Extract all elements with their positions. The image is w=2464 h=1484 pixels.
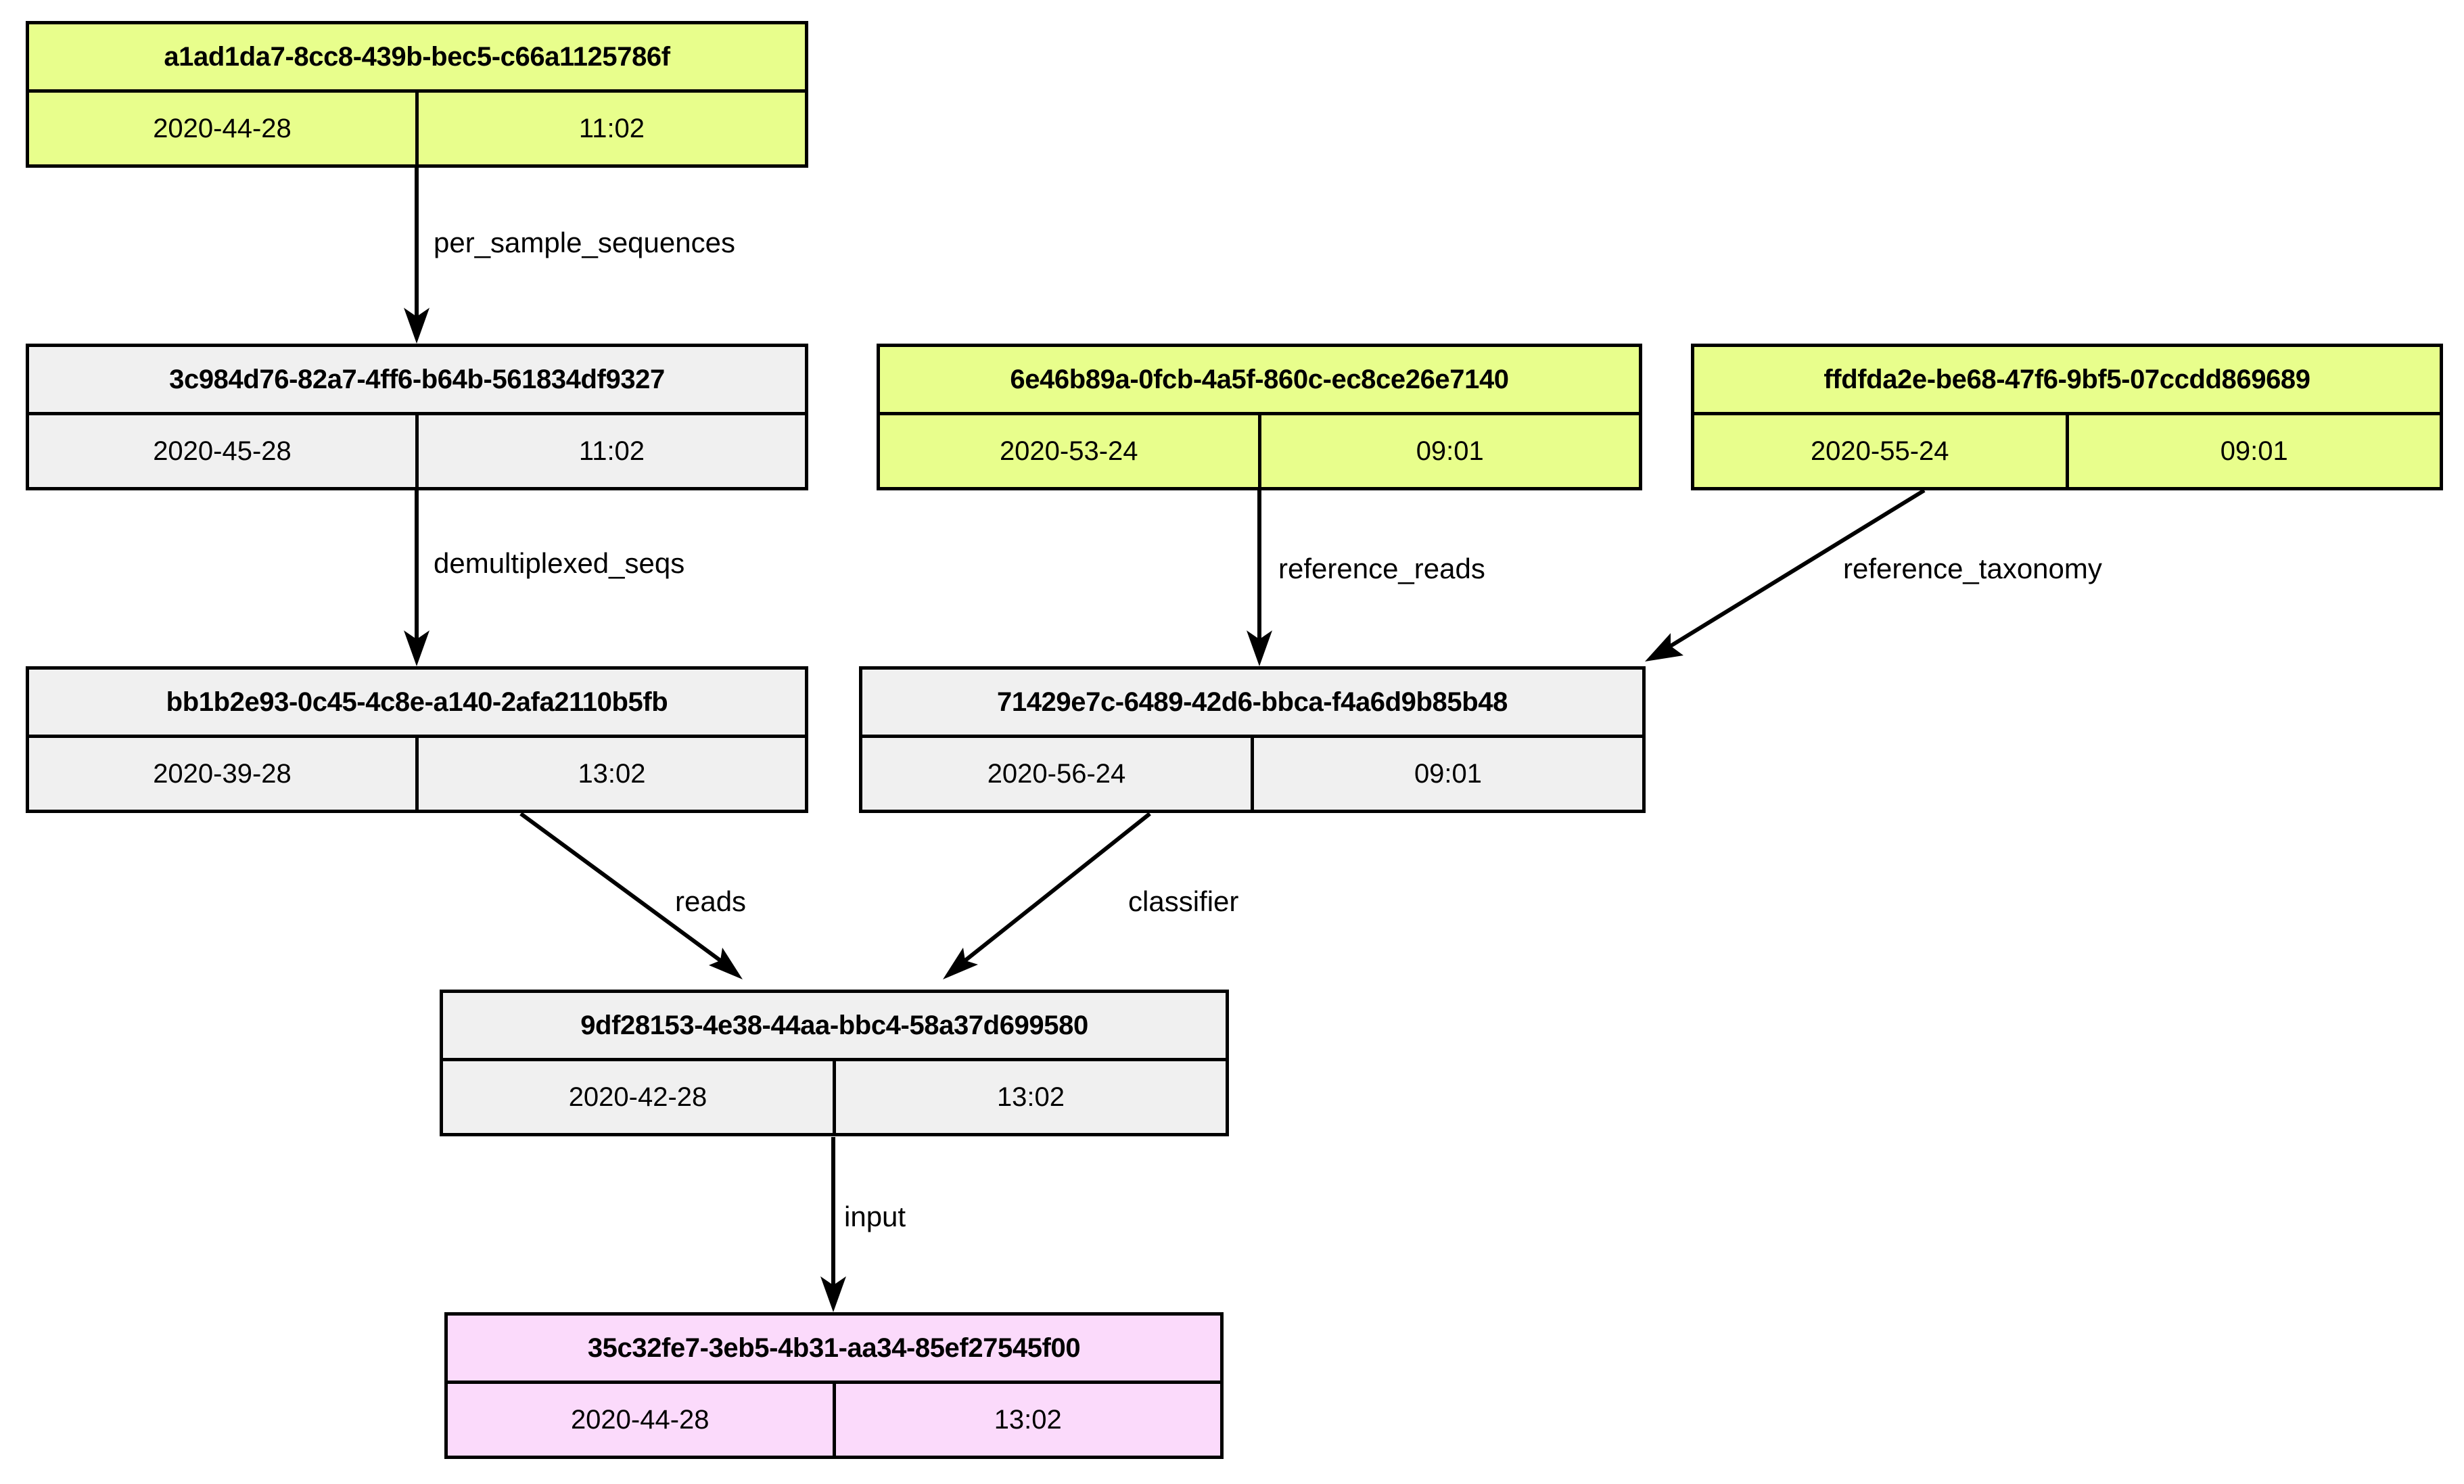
edge-per-sample-sequences (404, 168, 429, 344)
node-uuid-label: 3c984d76-82a7-4ff6-b64b-561834df9327 (29, 347, 805, 415)
node-time-label: 13:02 (415, 738, 805, 810)
node-date-label: 2020-44-28 (29, 93, 415, 164)
edge-label-classifier: classifier (1128, 885, 1239, 917)
node-time-label: 13:02 (833, 1061, 1226, 1133)
node-a1ad1da7[interactable]: a1ad1da7-8cc8-439b-bec5-c66a1125786f 202… (26, 21, 808, 168)
node-time-label: 09:01 (1257, 415, 1639, 487)
edge-label-input: input (844, 1201, 906, 1232)
node-uuid-label: 9df28153-4e38-44aa-bbc4-58a37d699580 (443, 993, 1226, 1061)
edge-demultiplexed-seqs (404, 490, 429, 666)
node-ffdfda2e[interactable]: ffdfda2e-be68-47f6-9bf5-07ccdd869689 202… (1691, 344, 2443, 490)
node-meta-row: 2020-44-28 11:02 (29, 93, 805, 164)
node-uuid-label: bb1b2e93-0c45-4c8e-a140-2afa2110b5fb (29, 670, 805, 738)
node-bb1b2e93[interactable]: bb1b2e93-0c45-4c8e-a140-2afa2110b5fb 202… (26, 666, 808, 813)
node-meta-row: 2020-56-24 09:01 (862, 738, 1642, 810)
node-meta-row: 2020-45-28 11:02 (29, 415, 805, 487)
node-uuid-label: ffdfda2e-be68-47f6-9bf5-07ccdd869689 (1694, 347, 2440, 415)
edge-label-reference-taxonomy: reference_taxonomy (1843, 553, 2102, 584)
edge-label-per-sample-sequences: per_sample_sequences (434, 227, 735, 258)
node-meta-row: 2020-55-24 09:01 (1694, 415, 2440, 487)
node-uuid-label: 71429e7c-6489-42d6-bbca-f4a6d9b85b48 (862, 670, 1642, 738)
node-date-label: 2020-39-28 (29, 738, 415, 810)
node-6e46b89a[interactable]: 6e46b89a-0fcb-4a5f-860c-ec8ce26e7140 202… (877, 344, 1642, 490)
node-time-label: 11:02 (415, 415, 805, 487)
edge-label-demultiplexed-seqs: demultiplexed_seqs (434, 547, 685, 579)
node-date-label: 2020-45-28 (29, 415, 415, 487)
node-date-label: 2020-44-28 (448, 1384, 833, 1456)
node-35c32fe7[interactable]: 35c32fe7-3eb5-4b31-aa34-85ef27545f00 202… (444, 1312, 1224, 1459)
edge-label-reads: reads (675, 885, 747, 917)
edge-classifier (943, 812, 1151, 979)
node-meta-row: 2020-53-24 09:01 (880, 415, 1639, 487)
node-time-label: 09:01 (2065, 415, 2440, 487)
node-meta-row: 2020-44-28 13:02 (448, 1384, 1220, 1456)
node-meta-row: 2020-42-28 13:02 (443, 1061, 1226, 1133)
node-71429e7c[interactable]: 71429e7c-6489-42d6-bbca-f4a6d9b85b48 202… (859, 666, 1646, 813)
node-meta-row: 2020-39-28 13:02 (29, 738, 805, 810)
node-uuid-label: 35c32fe7-3eb5-4b31-aa34-85ef27545f00 (448, 1316, 1220, 1384)
node-3c984d76[interactable]: 3c984d76-82a7-4ff6-b64b-561834df9327 202… (26, 344, 808, 490)
node-uuid-label: a1ad1da7-8cc8-439b-bec5-c66a1125786f (29, 24, 805, 93)
node-uuid-label: 6e46b89a-0fcb-4a5f-860c-ec8ce26e7140 (880, 347, 1639, 415)
node-date-label: 2020-42-28 (443, 1061, 833, 1133)
node-date-label: 2020-56-24 (862, 738, 1251, 810)
node-date-label: 2020-53-24 (880, 415, 1258, 487)
node-9df28153[interactable]: 9df28153-4e38-44aa-bbc4-58a37d699580 202… (440, 990, 1229, 1136)
node-date-label: 2020-55-24 (1694, 415, 2066, 487)
edge-reference-reads (1247, 490, 1272, 666)
node-time-label: 09:01 (1251, 738, 1642, 810)
node-time-label: 13:02 (832, 1384, 1220, 1456)
node-time-label: 11:02 (415, 93, 805, 164)
edge-input (820, 1137, 846, 1312)
edge-label-reference-reads: reference_reads (1278, 553, 1485, 584)
